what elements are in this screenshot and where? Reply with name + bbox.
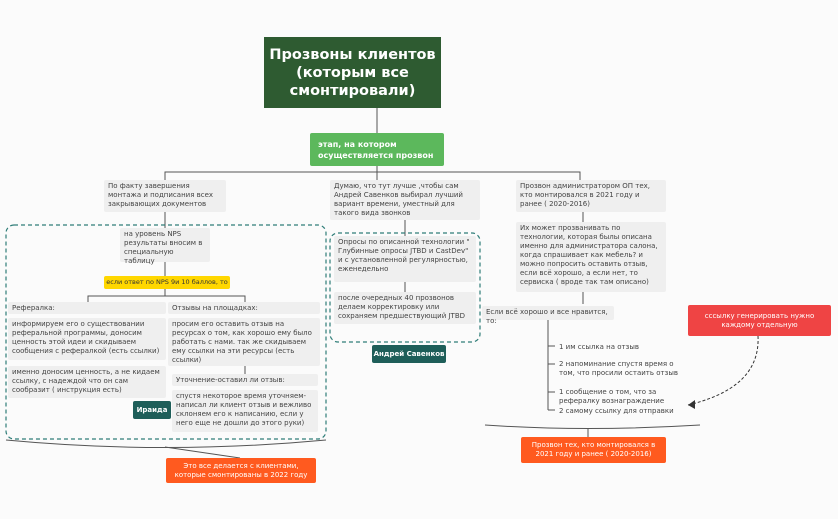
step-1-node[interactable]: 1 им ссылка на отзыв	[559, 343, 640, 351]
summary-left-node[interactable]: Это все делается с клиентами, которые см…	[166, 458, 316, 483]
link-note-node[interactable]: сссылку генерировать нужно каждому отдел…	[688, 305, 831, 336]
referral-body-node[interactable]: информируем его о существовании рефераль…	[8, 318, 166, 360]
owner-left-tag[interactable]: Ираида	[133, 401, 171, 419]
step-3-node[interactable]: 1 сообщение о том, что за рефералку возн…	[559, 388, 665, 405]
mid-survey-node[interactable]: Опросы по описанной технологии " Глубинн…	[334, 236, 476, 282]
reviews-title-node[interactable]: Отзывы на площадках:	[168, 302, 320, 314]
branch-mid-node[interactable]: Думаю, что тут лучше ,чтобы сам Андрей С…	[330, 180, 480, 220]
branch-left-node[interactable]: По факту завершения монтажа и подписания…	[104, 180, 226, 212]
referral-extra-node[interactable]: именно доносим ценность, а не кидаем ссы…	[8, 366, 166, 398]
reviews-body-node[interactable]: просим его оставить отзыв на ресурсах о …	[168, 318, 320, 366]
nps-table-node[interactable]: на уровень NPS результаты вносим в специ…	[120, 228, 210, 265]
stage-node[interactable]: этап, на котором осуществляется прозвон	[310, 133, 444, 166]
mid-after-node[interactable]: после очередных 40 прозвонов делаем корр…	[334, 292, 476, 324]
owner-mid-tag[interactable]: Андрей Савенков	[372, 345, 446, 363]
clarify-body-node[interactable]: спустя некоторое время уточняем- написал…	[172, 390, 318, 432]
nps-condition-node[interactable]: если ответ по NPS 9и 10 баллов, то	[104, 276, 230, 289]
branch-right-node[interactable]: Прозвон администратором ОП тех, кто монт…	[516, 180, 666, 212]
right-call-node[interactable]: Их может прозванивать по технологии, кот…	[516, 222, 666, 292]
step-2-node[interactable]: 2 напоминание спустя время о том, что пр…	[559, 360, 678, 377]
summary-right-node[interactable]: Прозвон тех, кто монтировался в 2021 год…	[521, 437, 666, 463]
map-title[interactable]: Прозвоны клиентов (которым все смонтиров…	[264, 37, 441, 108]
referral-title-node[interactable]: Рефералка:	[8, 302, 166, 314]
right-ok-node[interactable]: Если всё хорошо и все нравится, то:	[482, 306, 614, 325]
clarify-title-node[interactable]: Уточнение-оставил ли отзыв:	[172, 374, 318, 386]
step-4-node[interactable]: 2 самому ссылку для отправки	[559, 407, 674, 415]
